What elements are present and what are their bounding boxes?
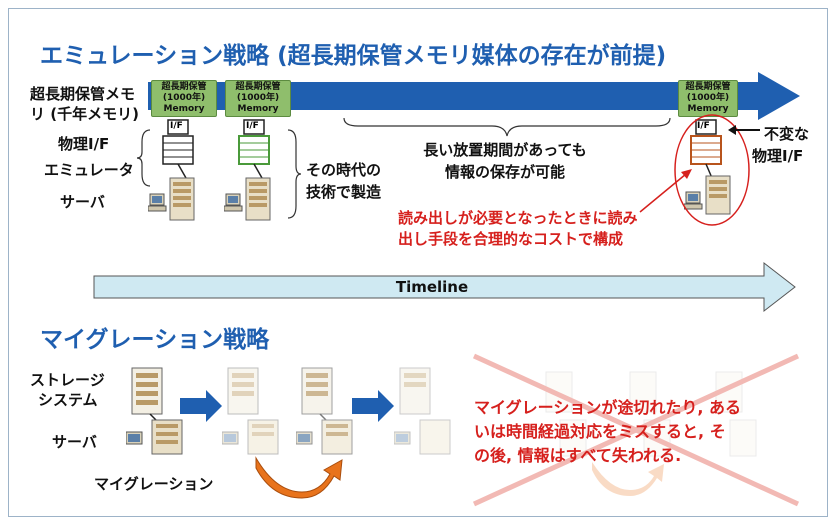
- era-note-1: その時代の: [306, 161, 382, 179]
- era-note-2: 技術で製造: [306, 183, 382, 201]
- label-brace: [136, 129, 151, 187]
- warning-line-2: いは時間経過対応をミスすると, そ: [474, 422, 726, 441]
- storage-stack-3: [296, 367, 353, 455]
- highlight-ellipse: [674, 114, 750, 226]
- memory-chip-1: 超長期保管(1000年)Memory: [151, 80, 217, 117]
- gap-brace: [343, 117, 671, 137]
- faded-curve-arrow: [592, 462, 664, 496]
- timeline-label: Timeline: [395, 278, 469, 296]
- row-label-if-1: 物理I/F: [58, 135, 110, 153]
- gap-note-2: 情報の保存が可能: [444, 163, 565, 181]
- row-label-if-2: エミュレータ: [44, 161, 134, 179]
- if-emulator-1: [162, 119, 194, 179]
- migration-arrow-1: [180, 390, 222, 422]
- row-label-memory-2: リ (千年メモリ): [30, 105, 139, 123]
- migration-row-server: サーバ: [52, 433, 97, 451]
- if-emulator-3: [690, 119, 722, 179]
- memory-chip-3: 超長期保管(1000年)Memory: [678, 80, 738, 117]
- migration-row-storage-1: ストレージ: [30, 371, 105, 389]
- migration-row-storage-2: システム: [38, 391, 98, 409]
- storage-stack-4: [394, 367, 451, 455]
- if-label-2: I/F: [246, 121, 259, 131]
- era-brace: [287, 129, 302, 219]
- emulation-title: エミュレーション戦略 (超長期保管メモリ媒体の存在が前提): [40, 43, 667, 69]
- failure-cross: [472, 353, 800, 507]
- migration-title: マイグレーション戦略: [40, 327, 270, 353]
- fixed-if-arrow: [728, 125, 760, 135]
- memory-chip-2: 超長期保管(1000年)Memory: [225, 80, 291, 117]
- storage-stack-1: [126, 367, 183, 455]
- warning-line-1: マイグレーションが途切れたり, ある: [474, 398, 742, 417]
- emulation-arrow: [148, 72, 800, 120]
- read-note-1: 読み出しが必要となったときに読み: [398, 209, 638, 227]
- fixed-if-note-1: 不変な: [764, 125, 810, 143]
- fixed-if-note-2: 物理I/F: [752, 147, 804, 165]
- if-emulator-2: [238, 119, 270, 179]
- timeline-arrow: [93, 261, 796, 313]
- server-icon-1: [148, 177, 195, 221]
- read-note-2: 出し手段を合理的なコストで構成: [398, 230, 624, 248]
- migration-label: マイグレーション: [94, 475, 214, 493]
- server-icon-3: [684, 175, 731, 215]
- row-label-server: サーバ: [60, 193, 105, 211]
- migration-arrow-2: [352, 390, 394, 422]
- server-icon-2: [224, 177, 271, 221]
- row-label-memory-1: 超長期保管メモ: [30, 85, 136, 103]
- migration-curve-arrow: [255, 456, 343, 499]
- callout-arrow: [639, 169, 692, 213]
- warning-line-3: の後, 情報はすべて失われる.: [474, 446, 682, 465]
- if-label-1: I/F: [170, 121, 183, 131]
- if-label-3: I/F: [697, 121, 710, 131]
- storage-stack-2: [222, 367, 279, 455]
- gap-note-1: 長い放置期間があっても: [423, 141, 587, 159]
